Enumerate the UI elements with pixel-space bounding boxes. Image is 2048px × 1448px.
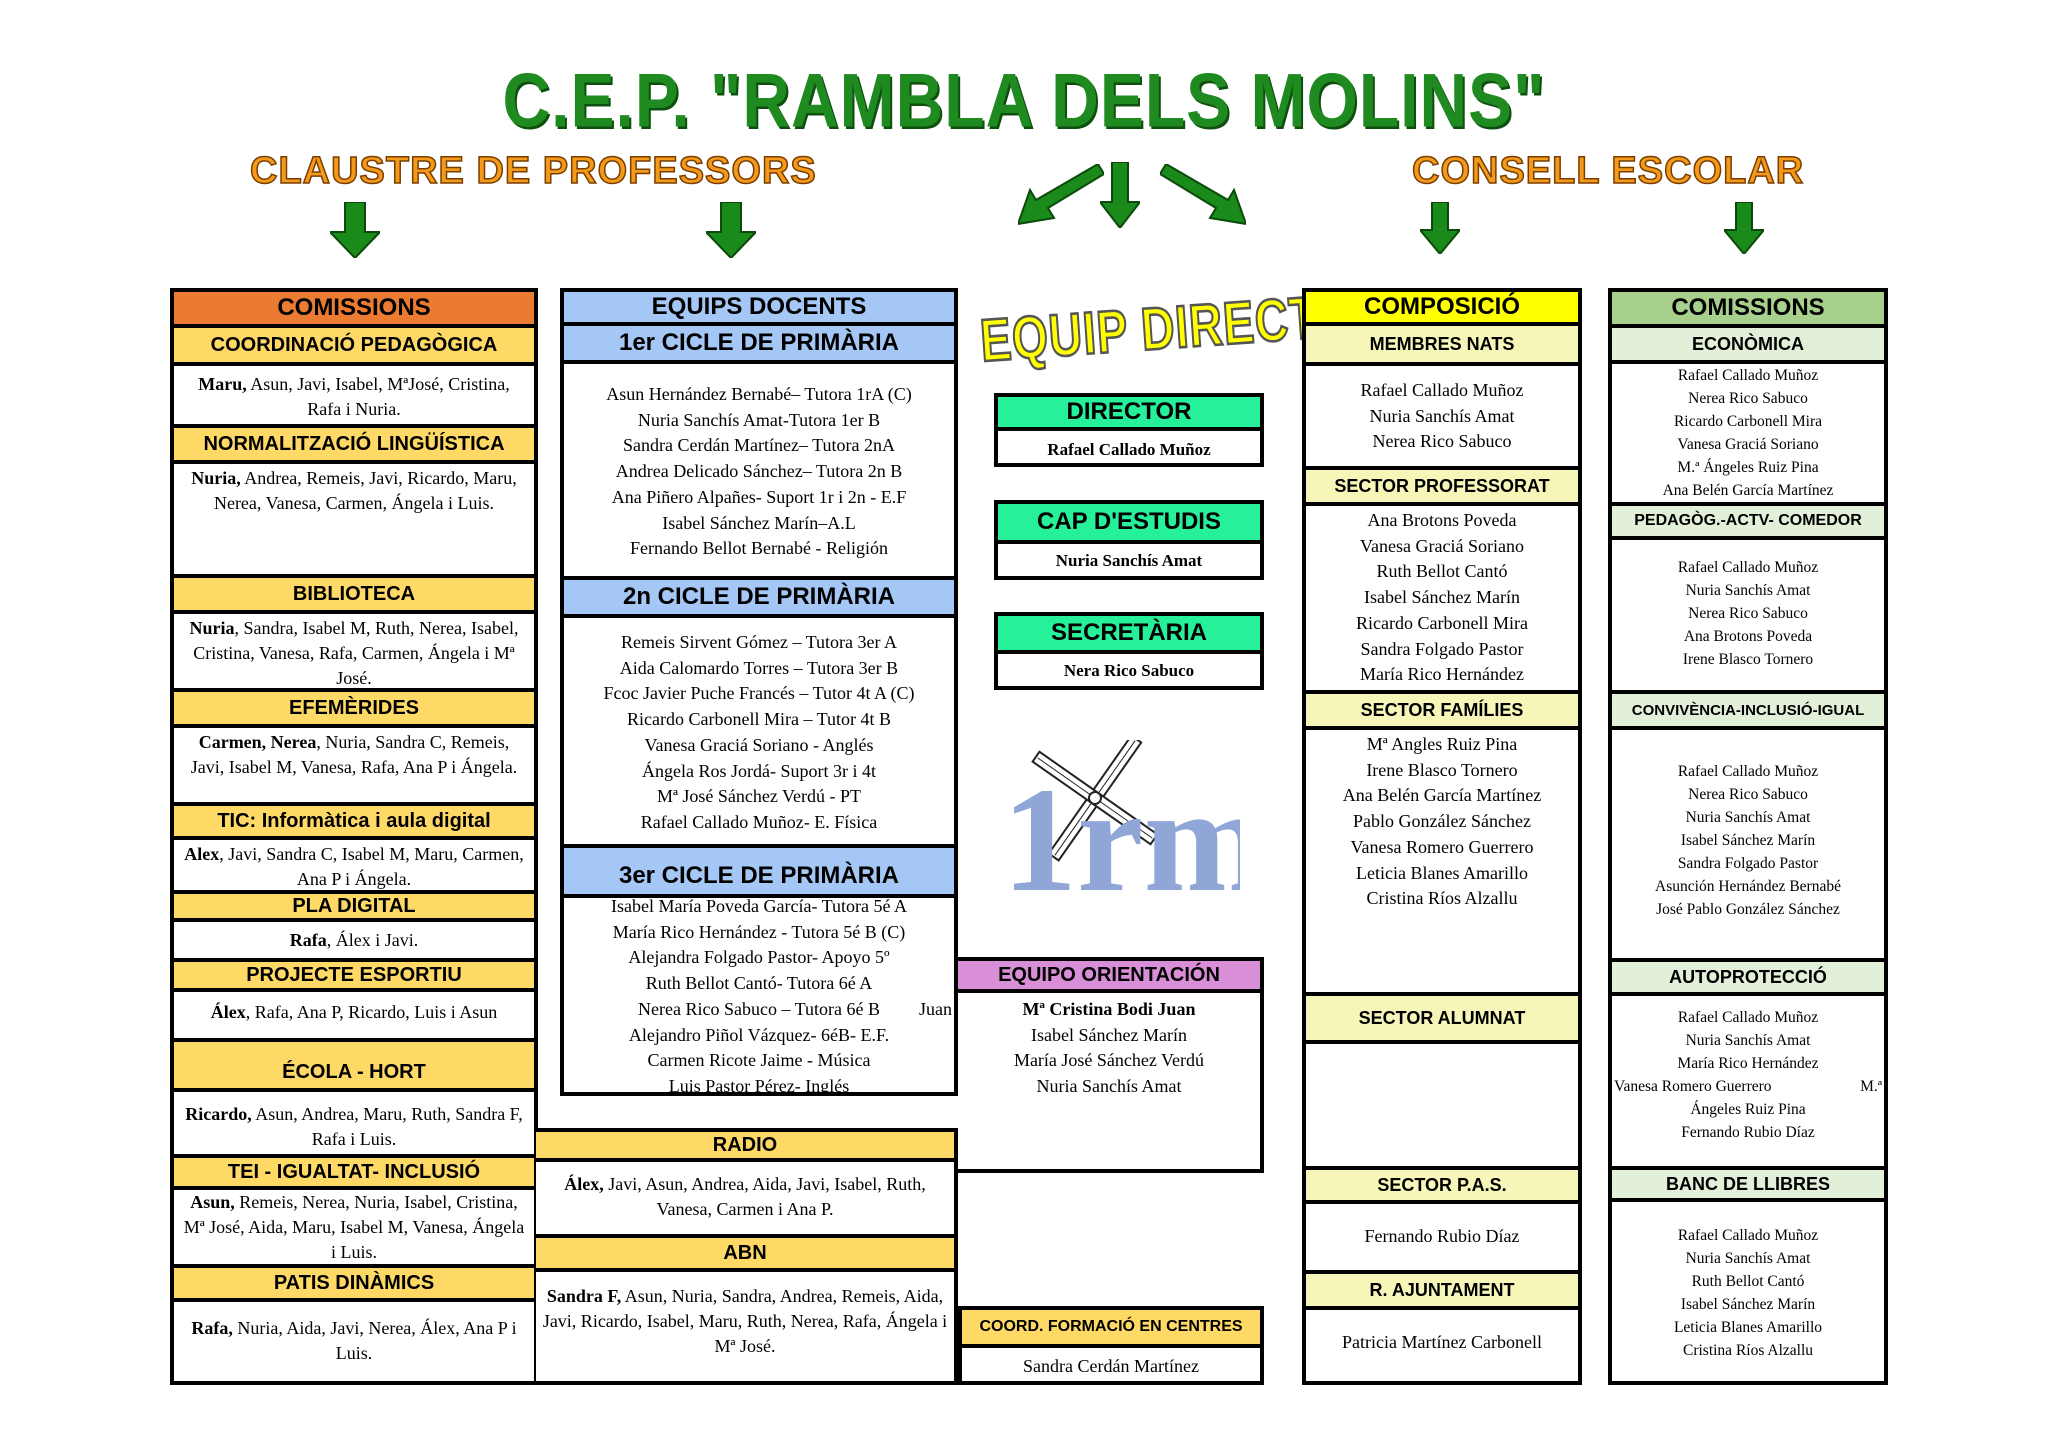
cap-estudis-name: Nuria Sanchís Amat	[1055, 551, 1203, 570]
coord-formacio-box: COORD. FORMACIÓ EN CENTRES Sandra Cerdán…	[958, 1306, 1264, 1385]
secretaria-name: Nera Rico Sabuco	[1063, 661, 1195, 680]
economica-title: ECONÒMICA	[1612, 328, 1884, 364]
director-box: DIRECTOR Rafael Callado Muñoz	[994, 393, 1264, 467]
coord-formacio-name: Sandra Cerdán Martínez	[1023, 1356, 1199, 1376]
pla-digital-title: PLA DIGITAL	[174, 894, 534, 922]
patis-members: Rafa, Nuria, Aida, Javi, Nerea, Álex, An…	[191, 1318, 517, 1363]
coordinacio-members: Maru, Asun, Javi, Isabel, MªJosé, Cristi…	[198, 374, 510, 419]
sector-alumnat-title: SECTOR ALUMNAT	[1306, 996, 1578, 1044]
down-arrow-icon	[1724, 202, 1764, 254]
membres-nats-title: MEMBRES NATS	[1306, 326, 1578, 366]
projecte-esportiu-title: PROJECTE ESPORTIU	[174, 962, 534, 992]
down-right-arrow-icon	[1160, 164, 1246, 226]
biblioteca-title: BIBLIOTECA	[174, 578, 534, 614]
radio-abn-panel: RADIO Álex, Javi, Asun, Andrea, Aida, Ja…	[536, 1128, 958, 1385]
ecola-hort-members: Ricardo, Asun, Andrea, Maru, Ruth, Sandr…	[185, 1104, 523, 1149]
biblioteca-members: Nuria, Sandra, Isabel M, Ruth, Nerea, Is…	[189, 618, 519, 688]
down-arrow-icon	[330, 202, 380, 258]
radio-members: Álex, Javi, Asun, Andrea, Aida, Javi, Is…	[564, 1174, 926, 1219]
tic-title: TIC: Informàtica i aula digital	[174, 806, 534, 840]
cicle2-title: 2n CICLE DE PRIMÀRIA	[564, 580, 954, 618]
ajuntament-name: Patricia Martínez Carbonell	[1342, 1332, 1542, 1352]
abn-members: Sandra F, Asun, Nuria, Sandra, Andrea, R…	[542, 1286, 948, 1356]
radio-title: RADIO	[536, 1132, 954, 1162]
comissions-consell-header: COMISSIONS	[1612, 292, 1884, 328]
equips-docents-header: EQUIPS DOCENTS	[564, 292, 954, 326]
pla-digital-members: Rafa, Álex i Javi.	[289, 930, 419, 950]
cicle1-list: Asun Hernández Bernabé– Tutora 1rA (C)Nu…	[606, 384, 912, 559]
projecte-esportiu-members: Álex, Rafa, Ana P, Ricardo, Luis i Asun	[210, 1002, 498, 1022]
secretaria-box: SECRETÀRIA Nera Rico Sabuco	[994, 612, 1264, 690]
juan-overflow: Juan	[919, 998, 952, 1019]
banc-llibres-title: BANC DE LLIBRES	[1612, 1170, 1884, 1202]
sector-pas-name: Fernando Rubio Díaz	[1364, 1226, 1520, 1246]
comissions-consell-panel: COMISSIONS ECONÒMICA Rafael Callado Muño…	[1608, 288, 1888, 1385]
tic-members: Alex, Javi, Sandra C, Isabel M, Maru, Ca…	[184, 844, 524, 889]
autoproteccio-title: AUTOPROTECCIÓ	[1612, 962, 1884, 996]
ajuntament-title: R. AJUNTAMENT	[1306, 1274, 1578, 1310]
down-arrow-icon	[706, 202, 756, 258]
normalitzacio-members: Nuria, Andrea, Remeis, Javi, Ricardo, Ma…	[191, 468, 517, 513]
comissions-header: COMISSIONS	[174, 292, 534, 328]
logo-text: 1rm	[1002, 757, 1240, 900]
composicio-header: COMPOSICIÓ	[1306, 292, 1578, 326]
coordinacio-title: COORDINACIÓ PEDAGÒGICA	[174, 328, 534, 366]
orientacion-title: EQUIPO ORIENTACIÓN	[958, 961, 1260, 993]
sector-families-title: SECTOR FAMÍLIES	[1306, 694, 1578, 730]
ecola-hort-title: ÉCOLA - HORT	[174, 1042, 534, 1092]
sector-professorat-title: SECTOR PROFESSORAT	[1306, 470, 1578, 506]
equips-docents-panel: EQUIPS DOCENTS 1er CICLE DE PRIMÀRIA Asu…	[560, 288, 958, 1096]
claustre-subtitle: CLAUSTRE DE PROFESSORS	[249, 149, 817, 193]
coord-formacio-title: COORD. FORMACIÓ EN CENTRES	[962, 1310, 1260, 1348]
orientacion-members: Mª Cristina Bodi Juan Isabel Sánchez Mar…	[1013, 999, 1205, 1097]
down-arrow-icon	[1420, 202, 1460, 254]
page-title: C.E.P. "RAMBLA DELS MOLINS"	[502, 57, 1546, 143]
secretaria-title: SECRETÀRIA	[998, 616, 1260, 654]
down-arrow-icon	[1100, 162, 1140, 228]
school-logo: 1rm	[1000, 734, 1269, 923]
cicle1-title: 1er CICLE DE PRIMÀRIA	[564, 326, 954, 364]
cicle3-title: 3er CICLE DE PRIMÀRIA	[564, 848, 954, 898]
composicio-panel: COMPOSICIÓ MEMBRES NATS Rafael Callado M…	[1302, 288, 1582, 1385]
normalitzacio-title: NORMALITZACIÓ LINGÜÍSTICA	[174, 428, 534, 464]
efemerides-title: EFEMÈRIDES	[174, 692, 534, 728]
pedagog-comedor-title: PEDAGÒG.-ACTV- COMEDOR	[1612, 506, 1884, 540]
director-title: DIRECTOR	[998, 397, 1260, 431]
consell-subtitle: CONSELL ESCOLAR	[1411, 149, 1805, 193]
abn-title: ABN	[536, 1238, 954, 1272]
cap-estudis-box: CAP D'ESTUDIS Nuria Sanchís Amat	[994, 500, 1264, 580]
comissions-claustre-panel: COMISSIONS COORDINACIÓ PEDAGÒGICA Maru, …	[170, 288, 538, 1385]
patis-title: PATIS DINÀMICS	[174, 1268, 534, 1302]
sector-pas-title: SECTOR P.A.S.	[1306, 1170, 1578, 1204]
cap-estudis-title: CAP D'ESTUDIS	[998, 504, 1260, 544]
efemerides-members: Carmen, Nerea, Nuria, Sandra C, Remeis, …	[190, 732, 518, 777]
tei-title: TEI - IGUALTAT- INCLUSIÓ	[174, 1158, 534, 1190]
director-name: Rafael Callado Muñoz	[1047, 440, 1211, 459]
convivencia-title: CONVIVÈNCIA-INCLUSIÓ-IGUAL	[1612, 694, 1884, 730]
down-left-arrow-icon	[1018, 164, 1104, 226]
equipo-orientacion-box: EQUIPO ORIENTACIÓN Mª Cristina Bodi Juan…	[958, 957, 1264, 1173]
tei-members: Asun, Remeis, Nerea, Nuria, Isabel, Cris…	[183, 1192, 525, 1262]
